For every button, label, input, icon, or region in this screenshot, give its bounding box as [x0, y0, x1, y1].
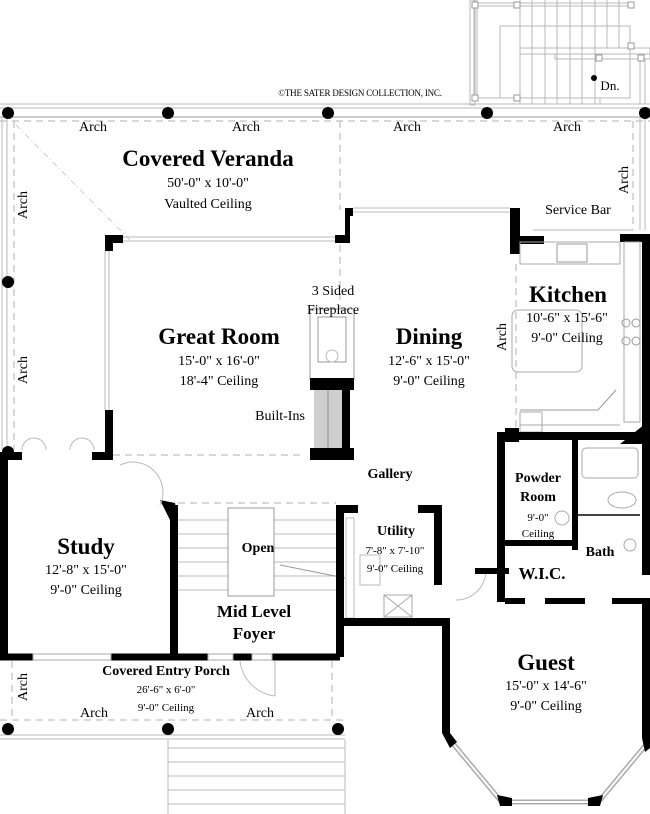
- room-name-bath: Bath: [585, 545, 615, 560]
- room-name-foyer-line2: Foyer: [232, 624, 276, 643]
- arch-label: Arch: [79, 120, 107, 135]
- room-size-utility: 7'-8" x 7'-10": [365, 545, 425, 557]
- room-name-kitchen: Kitchen: [529, 282, 607, 307]
- room-size-entry-porch: 26'-6" x 6'-0": [136, 684, 196, 696]
- utility-walls: [336, 505, 509, 657]
- arch-label: Arch: [553, 120, 581, 135]
- room-name-foyer-line1: Mid Level: [216, 602, 292, 621]
- entry-porch: [0, 660, 346, 814]
- room-size-study: 12'-8" x 15'-0": [45, 563, 127, 578]
- room-ceiling-powder-line1: 9'-0": [527, 512, 549, 524]
- service-bar-label: Service Bar: [545, 203, 611, 218]
- room-name-wic: W.I.C.: [518, 564, 566, 583]
- room-ceiling-covered-veranda: Vaulted Ceiling: [164, 197, 252, 212]
- room-ceiling-dining: 9'-0" Ceiling: [393, 374, 465, 389]
- room-size-kitchen: 10'-6" x 15'-6": [526, 311, 608, 326]
- room-size-dining: 12'-6" x 15'-0": [388, 354, 470, 369]
- room-name-open: Open: [241, 541, 275, 556]
- arch-label: Arch: [232, 120, 260, 135]
- room-ceiling-utility: 9'-0" Ceiling: [366, 563, 424, 575]
- arch-label: Arch: [495, 323, 510, 351]
- room-name-dining: Dining: [395, 324, 463, 349]
- room-size-guest: 15'-0" x 14'-6": [505, 679, 587, 694]
- room-name-utility: Utility: [376, 524, 416, 539]
- study-walls: [0, 437, 340, 661]
- room-name-covered-veranda: Covered Veranda: [122, 146, 294, 171]
- fireplace: [309, 308, 355, 460]
- room-ceiling-guest: 9'-0" Ceiling: [510, 699, 582, 714]
- room-ceiling-great-room: 18'-4" Ceiling: [179, 374, 259, 389]
- foyer-stair: [178, 507, 346, 597]
- room-name-gallery: Gallery: [367, 467, 413, 482]
- stair-down-label: Dn.: [600, 78, 620, 93]
- exterior-stair: [469, 0, 650, 106]
- arch-label: Arch: [16, 673, 31, 701]
- room-ceiling-kitchen: 9'-0" Ceiling: [531, 331, 603, 346]
- arch-label: Arch: [246, 706, 274, 721]
- bath-walls: [497, 432, 650, 604]
- room-size-great-room: 15'-0" x 16'-0": [178, 354, 260, 369]
- room-size-covered-veranda: 50'-0" x 10'-0": [167, 176, 249, 191]
- fireplace-label-line1: 3 Sided: [311, 284, 355, 299]
- arch-label: Arch: [80, 706, 108, 721]
- guest-walls: [442, 598, 650, 806]
- copyright-notice: ©THE SATER DESIGN COLLECTION, INC.: [278, 88, 442, 98]
- arch-label: Arch: [16, 356, 31, 384]
- room-name-great-room: Great Room: [158, 324, 280, 349]
- room-ceiling-entry-porch: 9'-0" Ceiling: [137, 702, 195, 714]
- room-name-powder-line2: Room: [520, 490, 556, 505]
- room-name-guest: Guest: [517, 650, 575, 675]
- room-ceiling-study: 9'-0" Ceiling: [50, 583, 122, 598]
- room-name-entry-porch: Covered Entry Porch: [102, 664, 230, 679]
- arch-label: Arch: [393, 120, 421, 135]
- arch-label: Arch: [617, 166, 632, 194]
- room-name-study: Study: [57, 534, 115, 559]
- room-ceiling-powder-line2: Ceiling: [521, 528, 555, 540]
- arch-label: Arch: [16, 191, 31, 219]
- veranda-columns: [2, 107, 650, 458]
- fireplace-label-line2: Fireplace: [306, 303, 360, 318]
- room-name-powder-line1: Powder: [515, 471, 561, 486]
- built-ins-label: Built-Ins: [255, 409, 305, 424]
